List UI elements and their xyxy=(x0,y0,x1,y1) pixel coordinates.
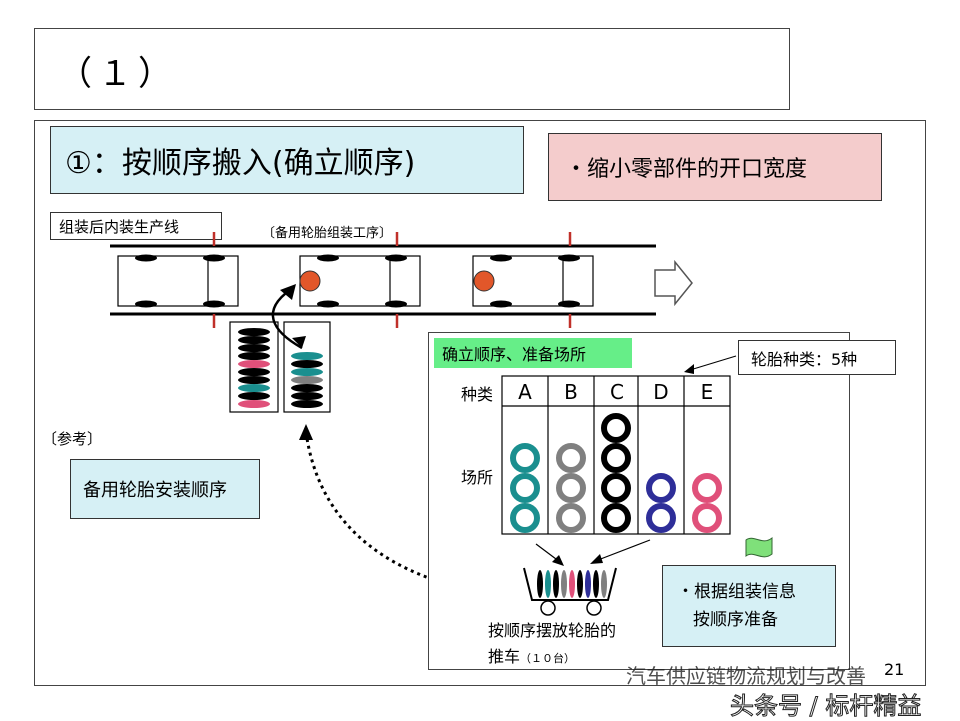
column-c: C xyxy=(610,380,624,404)
info-line-1: ・根据组装信息 xyxy=(677,582,796,602)
info-line-2: 按顺序准备 xyxy=(693,610,778,630)
heading-frame xyxy=(34,28,790,110)
place-row-label: 场所 xyxy=(461,468,494,487)
type-row-label: 种类 xyxy=(461,385,494,404)
info-box: ・根据组装信息 按顺序准备 xyxy=(662,565,836,647)
watermark-line-2: 头条号 / 标杆精益 xyxy=(729,692,922,721)
column-a: A xyxy=(518,380,532,404)
spare-order-box: 备用轮胎安装顺序 xyxy=(70,459,260,519)
column-b: B xyxy=(564,380,578,404)
cart-label-line-1: 按顺序摆放轮胎的 xyxy=(488,621,617,640)
reference-label: 〔参考〕 xyxy=(42,430,103,448)
preparation-label: 确立顺序、准备场所 xyxy=(434,338,632,368)
note-box: ・缩小零部件的开口宽度 xyxy=(548,133,882,201)
line-label: 组装后内装生产线 xyxy=(50,212,222,240)
spare-tire-process-label: 〔备用轮胎组装工序〕 xyxy=(262,226,393,241)
cart-label-line-2: 推车 xyxy=(488,647,521,666)
column-d: D xyxy=(653,380,669,404)
tire-types-box: 轮胎种类：5种 xyxy=(738,340,896,375)
column-e: E xyxy=(700,380,714,404)
cart-count: （１０台） xyxy=(520,652,576,665)
heading-text: （１） xyxy=(58,54,178,94)
title-box: ①：按顺序搬入(确立顺序) xyxy=(50,126,524,194)
page-number: 21 xyxy=(884,660,905,679)
car-body xyxy=(117,255,239,307)
main-frame xyxy=(34,120,926,686)
cart-label: 按顺序摆放轮胎的 推车（１０台） xyxy=(488,618,616,672)
watermark-line-1: 汽车供应链物流规划与改善 xyxy=(626,664,866,688)
